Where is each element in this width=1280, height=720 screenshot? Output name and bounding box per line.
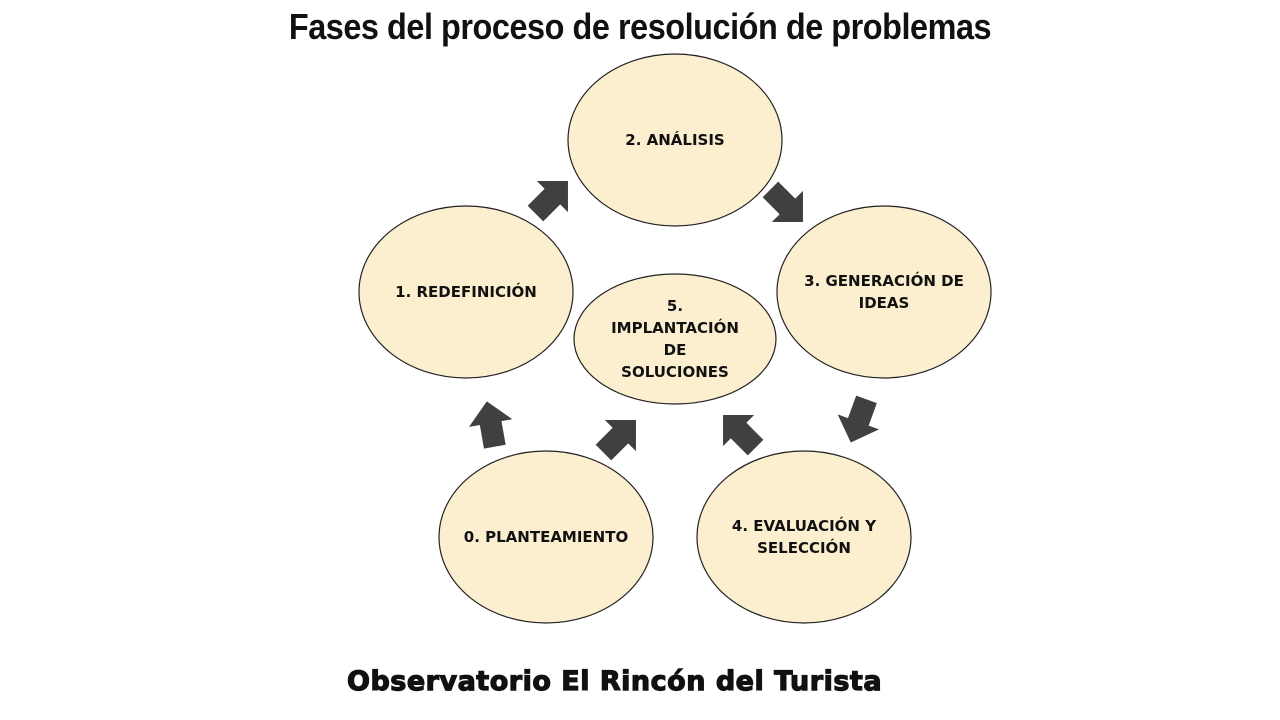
node-implantacion-label: 5.: [667, 297, 683, 315]
arrow-planteamiento-to-redefinicion: [468, 401, 513, 449]
node-redefinicion-circle: [358, 205, 574, 379]
footer-credit: Observatorio El Rincón del Turista: [346, 665, 883, 697]
node-generacion-circle: [776, 205, 992, 379]
node-evaluacion-label: 4. EVALUACIÓN Y: [732, 516, 877, 535]
arrow-evaluacion-to-implantacion: [723, 415, 764, 456]
node-implantacion-circle: [573, 273, 777, 405]
node-implantacion: 5. IMPLANTACIÓN DE SOLUCIONES: [573, 273, 777, 405]
node-redefinicion-label: 1. REDEFINICIÓN: [395, 282, 537, 301]
node-planteamiento-circle: [438, 450, 654, 624]
node-evaluacion: 4. EVALUACIÓN Y SELECCIÓN: [696, 450, 912, 624]
arrows-layer: [468, 181, 879, 461]
node-analisis-circle: [567, 53, 783, 227]
node-implantacion-label: DE: [664, 341, 687, 359]
node-evaluacion-circle: [696, 450, 912, 624]
arrow-planteamiento-to-implantacion: [595, 420, 636, 461]
node-implantacion-label: SOLUCIONES: [621, 363, 729, 381]
node-analisis: 2. ANÁLISIS: [567, 53, 783, 227]
node-planteamiento: 0. PLANTEAMIENTO: [438, 450, 654, 624]
node-evaluacion-label: SELECCIÓN: [757, 538, 851, 557]
diagram-title: Fases del proceso de resolución de probl…: [288, 6, 992, 47]
arrow-redefinicion-to-analisis: [527, 181, 568, 222]
node-implantacion-label: IMPLANTACIÓN: [611, 318, 739, 337]
node-generacion-label: IDEAS: [859, 294, 910, 312]
nodes-layer: 2. ANÁLISIS 1. REDEFINICIÓN 3. GENERACIÓN …: [358, 53, 992, 624]
node-analisis-label: 2. ANÁLISIS: [625, 130, 724, 149]
node-redefinicion: 1. REDEFINICIÓN: [358, 205, 574, 379]
arrow-generacion-to-evaluacion: [837, 395, 879, 443]
arrow-analisis-to-generacion: [762, 181, 803, 222]
node-generacion-label: 3. GENERACIÓN DE: [804, 271, 964, 290]
node-planteamiento-label: 0. PLANTEAMIENTO: [464, 528, 628, 546]
node-generacion: 3. GENERACIÓN DE IDEAS: [776, 205, 992, 379]
